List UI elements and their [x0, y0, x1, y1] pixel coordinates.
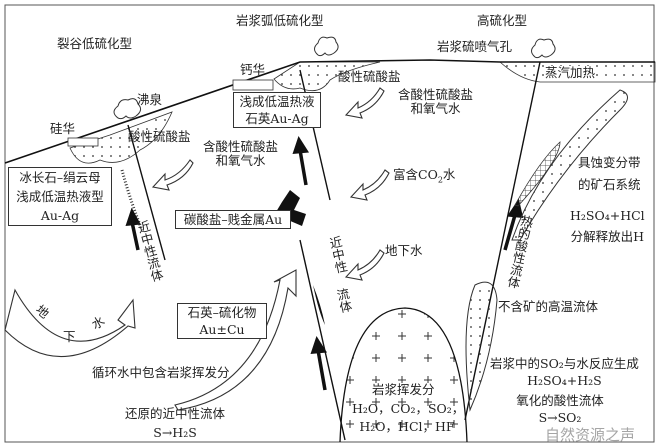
box-line: 冰长石–绢云母 — [19, 170, 101, 185]
travertine-label: 钙华 — [240, 62, 266, 77]
co2-water-label: 富含CO2水 — [393, 168, 455, 188]
quartz-sulfide-box: 石英–硫化物 Au±Cu — [177, 303, 267, 339]
label-line: H₂O，CO₂，SO₂， — [352, 401, 465, 416]
label-line: 还原的近中性流体 — [125, 406, 226, 421]
label-line: S→H₂S — [153, 425, 197, 440]
downflow-arrows — [151, 87, 390, 281]
rift-low-sulfidation-title: 裂谷低硫化型 — [57, 36, 133, 51]
box-line: 浅成低温热液 — [239, 94, 315, 109]
volatiles-composition: H₂O，CO₂，SO₂， H₂O，HCl，HF — [352, 400, 465, 436]
vein-mid-lens — [313, 285, 325, 325]
fault-mid-upper — [299, 69, 331, 201]
adularia-sericite-box: 冰长石–绢云母 浅成低温热液型 Au-Ag — [8, 167, 112, 226]
sinter-label: 硅华 — [50, 121, 76, 136]
fault-mid-lower — [299, 239, 346, 441]
label-line: S→SO₂ — [538, 410, 582, 425]
sinter-terrace — [67, 137, 99, 147]
magmatic-fumarole-label: 岩浆硫喷气孔 — [437, 39, 513, 54]
acid-sulfate-label-mid: 酸性硫酸盐 — [338, 69, 401, 84]
reduced-fluid-label: 还原的近中性流体 S→H₂S — [125, 404, 225, 442]
label-line: 和氧气水 — [215, 153, 266, 168]
label-line: H₂O，HCl，HF — [359, 419, 455, 434]
box-line: Au±Cu — [199, 322, 245, 337]
circulating-water-label: 循环水中包含岩浆挥发分 — [92, 365, 230, 380]
box-line: 石英–硫化物 — [187, 305, 257, 320]
label-line: 的矿石系统 — [578, 177, 641, 192]
box-line: Au-Ag — [40, 208, 80, 223]
label-text: 水 — [442, 167, 456, 182]
fault-left — [127, 124, 166, 261]
frame — [4, 4, 655, 443]
epithermal-quartz-box: 浅成低温热液 石英Au-Ag — [233, 92, 321, 128]
so2-reaction-label: 岩浆中的SO₂与水反应生成 H₂SO₄+H₂S — [490, 355, 639, 389]
label-line: 分解释放出H — [570, 229, 645, 244]
acid-sulfate-zone-mid — [273, 61, 381, 92]
carbonate-base-metal-box: 碳酸盐–贱金属Au — [175, 210, 291, 229]
barren-fluid-label: 不含矿的高温流体 — [498, 299, 599, 314]
label-line: 岩浆中的SO₂与水反应生成 — [490, 356, 639, 371]
zoned-ore-system-label: 具蚀变分带 的矿石系统 — [578, 152, 641, 196]
travertine-terrace — [232, 79, 274, 91]
groundwater-char-2: 下 — [63, 329, 76, 344]
acid-sulfate-label-left: 酸性硫酸盐 — [128, 129, 191, 144]
barren-fluid-lens — [465, 281, 498, 412]
groundwater-label-mid: 地下水 — [385, 243, 423, 258]
ground-surface — [4, 59, 655, 164]
circulating-water-arrow — [174, 269, 297, 411]
label-line: 含酸性硫酸盐 — [398, 87, 474, 102]
acid-oxygen-water-left: 含酸性硫酸盐 和氧气水 — [203, 140, 278, 168]
label-text: 富含CO — [393, 167, 438, 182]
arc-low-sulfidation-title: 岩浆弧低硫化型 — [236, 13, 324, 28]
magma-volatiles-label: 岩浆挥发分 — [372, 382, 435, 397]
steam-cloud-icons — [113, 36, 556, 120]
label-line: H₂SO₄+HCl — [570, 208, 645, 223]
high-sulfidation-title: 高硫化型 — [477, 13, 528, 28]
groundwater-curved-arrow — [4, 288, 136, 358]
label-line: 氧化的酸性流体 — [516, 393, 604, 408]
magma-dome — [339, 307, 468, 443]
acid-sulfate-zone-left — [69, 111, 173, 164]
box-line: 石英Au-Ag — [245, 111, 309, 126]
watermark: 自然资源之声 — [545, 426, 636, 444]
label-line: 具蚀变分带 — [578, 155, 641, 170]
subscript: 2 — [437, 175, 443, 185]
alteration-lens-core — [514, 141, 561, 207]
boiling-spring-label: 沸泉 — [137, 92, 163, 107]
label-line: 和氧气水 — [410, 101, 461, 116]
acid-release-label: H₂SO₄+HCl 分解释放出H — [570, 205, 645, 247]
box-line: 浅成低温热液型 — [16, 189, 104, 204]
steam-heated-label: 蒸汽加热 — [545, 65, 596, 80]
oxidized-fluid-label: 氧化的酸性流体 S→SO₂ — [510, 392, 610, 426]
label-line: H₂SO₄+H₂S — [527, 373, 602, 388]
vein-left — [120, 169, 144, 231]
label-line: 含酸性硫酸盐 — [203, 139, 279, 154]
acid-oxygen-water-mid: 含酸性硫酸盐 和氧气水 — [398, 88, 473, 116]
